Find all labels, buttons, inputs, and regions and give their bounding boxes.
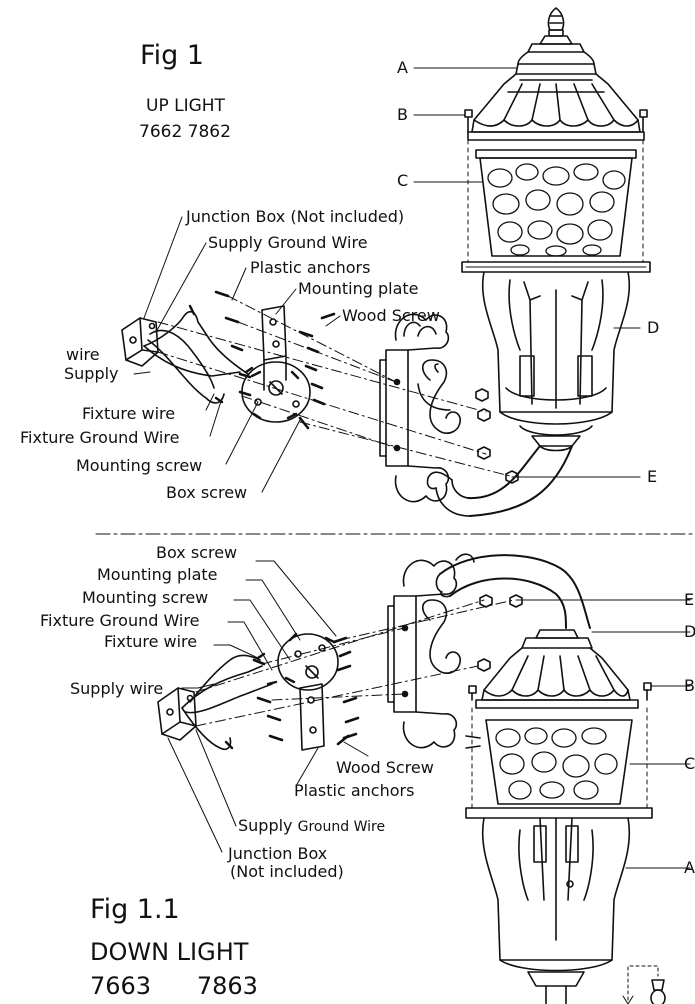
fig1-label-mounting-screw: Mounting screw — [76, 456, 203, 475]
fig1-label-wire: wire — [66, 345, 100, 364]
fig11-part-d: D — [684, 622, 695, 641]
fig1-title: Fig 1 — [140, 40, 204, 71]
fig11-model-header: DOWN LIGHT — [90, 938, 249, 966]
fig11-lantern — [387, 553, 666, 1004]
fig11-label-box-screw: Box screw — [156, 543, 238, 562]
fig11-part-a: A — [684, 858, 695, 877]
fig11-model-numbers: 7663 7863 — [90, 972, 258, 1000]
fig1-model-header: UP LIGHT — [146, 96, 225, 116]
fig1-label-box-screw: Box screw — [166, 483, 248, 502]
fig11-label-junction-box: Junction Box — [228, 844, 328, 863]
fig1-label-plastic-anchors: Plastic anchors — [250, 258, 371, 277]
fig11-label-mounting-plate: Mounting plate — [97, 565, 218, 584]
fig11-wall-hardware — [157, 599, 515, 751]
fig11-part-e: E — [684, 590, 695, 609]
fig11-label-fixture-wire: Fixture wire — [104, 632, 198, 651]
fig1-part-e: E — [647, 467, 658, 486]
fig1-label-fixture-ground-wire: Fixture Ground Wire — [20, 428, 180, 447]
fig1-part-b: B — [397, 105, 408, 124]
fig11-part-c: C — [684, 754, 695, 773]
fig1-part-d: D — [647, 318, 660, 337]
fig11-label-ground-wire: Ground Wire — [297, 819, 386, 835]
fig1-label-fixture-wire: Fixture wire — [82, 404, 176, 423]
fig11-label-supply-wire: Supply wire — [70, 679, 164, 698]
fig11-label-mounting-screw: Mounting screw — [82, 588, 209, 607]
fig11-label-fixture-ground-wire: Fixture Ground Wire — [40, 611, 200, 630]
fig1-model-numbers: 7662 7862 — [139, 122, 231, 142]
fig1-label-junction-box: Junction Box (Not included) — [186, 207, 405, 226]
fig11-part-b: B — [684, 676, 695, 695]
fig11-label-plastic-anchors: Plastic anchors — [294, 781, 415, 800]
fig1-part-c: C — [397, 171, 409, 190]
fig1-lantern — [379, 7, 651, 517]
fig1-label-mounting-plate: Mounting plate — [298, 279, 419, 298]
fig1-label-wood-screw: Wood Screw — [342, 306, 440, 325]
fig1-label-supply-ground-wire: Supply Ground Wire — [208, 233, 368, 252]
fig11-label-supply: Supply — [238, 816, 293, 835]
fig1-leaders — [133, 67, 641, 493]
fig11-label-wood-screw: Wood Screw — [336, 758, 434, 777]
fig11-label-supply-ground-wire: Supply Ground Wire — [238, 816, 386, 835]
fig1-label-supply: Supply — [64, 364, 119, 383]
fig11-title: Fig 1.1 — [90, 894, 180, 925]
fig1-wall-hardware — [121, 290, 511, 477]
fig11-leaders — [167, 560, 691, 869]
fig11-label-not-included: (Not included) — [230, 862, 344, 881]
fig1-part-a: A — [397, 58, 408, 77]
